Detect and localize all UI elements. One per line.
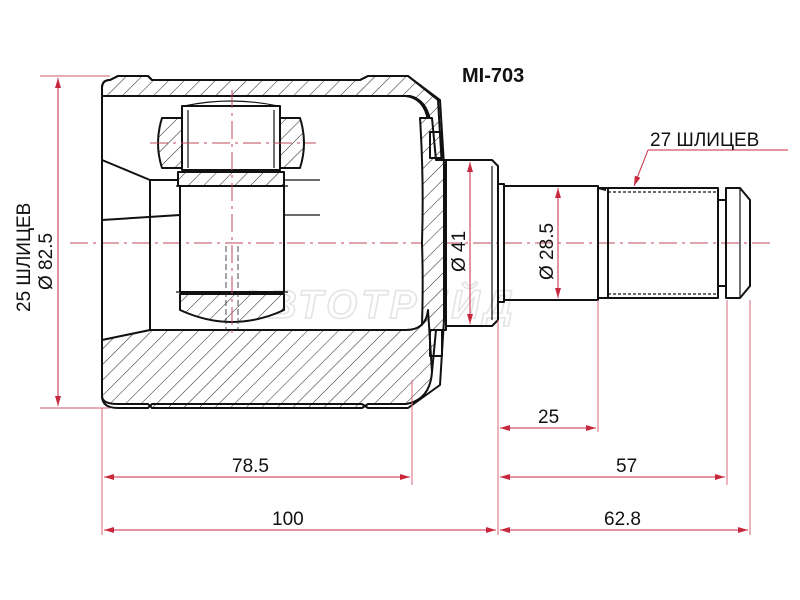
tripod-roller [150,90,320,335]
shoulder-length-label: 25 [538,407,559,428]
part-number-title: MI-703 [462,65,524,87]
dim-flange-diameter: Ø 41 [449,162,473,324]
shaft-diameter-label: Ø 28.5 [537,223,558,280]
dim-housing-length: 100 [104,509,496,533]
housing-depth-label: 78.5 [232,456,269,477]
housing-length-label: 100 [272,509,304,530]
outer-splines-label: 27 ШЛИЦЕВ [650,130,759,151]
stub-shaft [446,159,751,327]
dim-housing-diameter: Ø 82.5 25 ШЛИЦЕВ [14,75,110,409]
shaft-length-label: 57 [616,456,637,477]
dim-shaft-diameter: Ø 28.5 [537,188,561,298]
dim-shaft-length: 57 [500,456,725,480]
housing-diameter-label: Ø 82.5 [36,233,57,290]
stub-length-label: 62.8 [604,509,641,530]
dim-outer-splines: 27 ШЛИЦЕВ [633,130,788,187]
dim-housing-depth: 78.5 [104,456,410,480]
housing [101,75,447,409]
inner-splines-label: 25 ШЛИЦЕВ [14,203,35,312]
dim-shoulder-length: 25 [500,407,596,431]
dim-stub-length: 62.8 [500,509,748,533]
flange-diameter-label: Ø 41 [449,231,470,272]
